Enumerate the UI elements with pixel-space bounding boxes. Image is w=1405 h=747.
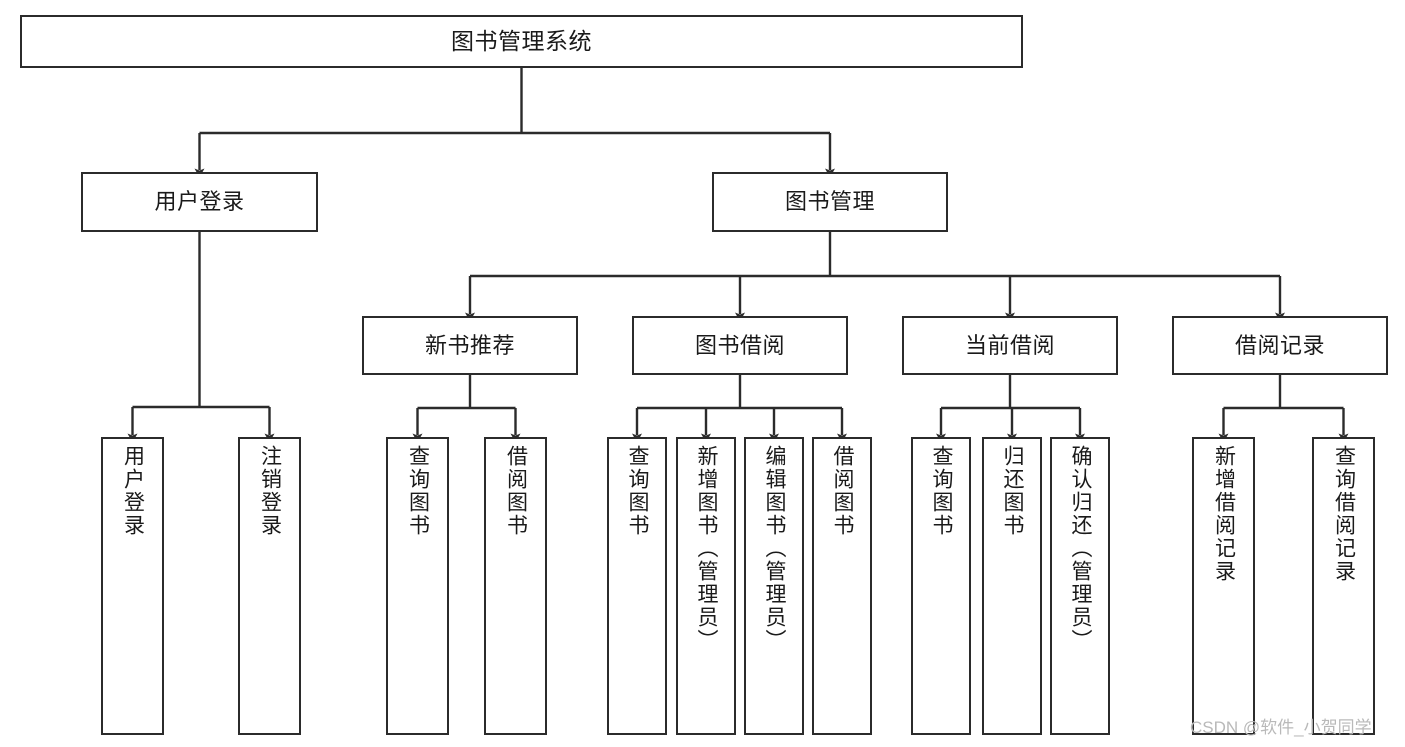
node-l_add: 新增图书（管理员） bbox=[676, 437, 736, 735]
csdn-watermark: CSDN @软件_小贺同学 bbox=[1190, 718, 1372, 737]
node-label: 用户登录 bbox=[154, 189, 245, 215]
node-l_addrec: 新增借阅记录 bbox=[1192, 437, 1255, 735]
node-l_ret: 归还图书 bbox=[982, 437, 1042, 735]
node-label: 编辑图书（管理员） bbox=[763, 445, 787, 652]
node-label: 确认归还（管理员） bbox=[1069, 445, 1093, 652]
node-label: 查询图书 bbox=[930, 445, 954, 537]
node-label: 查询图书 bbox=[406, 445, 430, 537]
node-label: 借阅图书 bbox=[831, 445, 855, 537]
node-label: 借阅图书 bbox=[504, 445, 528, 537]
node-label: 新增借阅记录 bbox=[1212, 445, 1236, 583]
node-label: 查询图书 bbox=[626, 445, 650, 537]
node-newbook: 新书推荐 bbox=[362, 316, 578, 375]
node-label: 图书管理系统 bbox=[451, 27, 592, 54]
node-label: 新增图书（管理员） bbox=[695, 445, 719, 652]
node-l_q1: 查询图书 bbox=[386, 437, 449, 735]
node-l_edit: 编辑图书（管理员） bbox=[744, 437, 804, 735]
node-label: 查询借阅记录 bbox=[1332, 445, 1356, 583]
node-l_q2: 查询图书 bbox=[607, 437, 667, 735]
node-l_conf: 确认归还（管理员） bbox=[1050, 437, 1110, 735]
node-label: 图书管理 bbox=[784, 189, 875, 215]
node-login: 用户登录 bbox=[81, 172, 318, 232]
node-label: 图书借阅 bbox=[694, 332, 785, 358]
node-label: 借阅记录 bbox=[1234, 332, 1325, 358]
node-label: 注销登录 bbox=[258, 445, 282, 537]
node-l_q3: 查询图书 bbox=[911, 437, 971, 735]
node-label: 新书推荐 bbox=[424, 332, 515, 358]
node-l_login: 用户登录 bbox=[101, 437, 164, 735]
node-label: 用户登录 bbox=[121, 445, 145, 537]
node-bookmgmt: 图书管理 bbox=[712, 172, 948, 232]
node-l_b2: 借阅图书 bbox=[812, 437, 872, 735]
node-l_b1: 借阅图书 bbox=[484, 437, 547, 735]
node-label: 归还图书 bbox=[1001, 445, 1025, 537]
node-label: 当前借阅 bbox=[964, 332, 1055, 358]
node-root: 图书管理系统 bbox=[20, 15, 1023, 68]
node-records: 借阅记录 bbox=[1172, 316, 1388, 375]
node-l_qrec: 查询借阅记录 bbox=[1312, 437, 1375, 735]
node-current: 当前借阅 bbox=[902, 316, 1118, 375]
node-borrow: 图书借阅 bbox=[632, 316, 848, 375]
node-l_logout: 注销登录 bbox=[238, 437, 301, 735]
